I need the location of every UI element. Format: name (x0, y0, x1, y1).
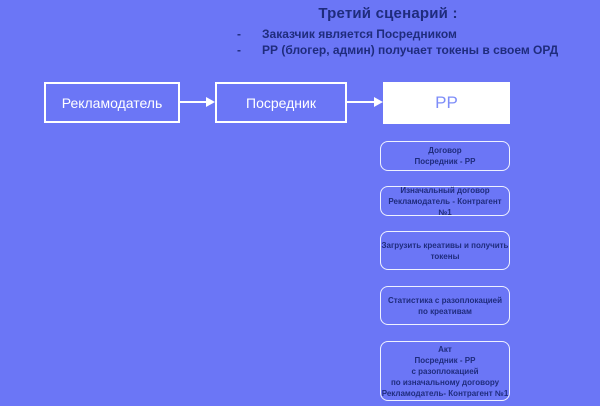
doc-line: Статистика с разоплокацией (387, 295, 503, 305)
doc-line: по креативам (418, 306, 472, 316)
doc-box-statistics: Статистика с разоплокацией по креативам (380, 286, 510, 325)
doc-line: с разоплокацией (411, 366, 479, 376)
arrow-right-icon (179, 97, 215, 107)
doc-box-upload-creatives: Загрузить креативы и получить токены (380, 231, 510, 270)
doc-line: Изначальный договор (400, 185, 490, 195)
flow-node-advertiser: Рекламодатель (44, 82, 180, 123)
doc-line: Посредник - РР (414, 355, 476, 365)
flow-node-label: Рекламодатель (61, 94, 163, 111)
bullet-text: РР (блогер, админ) получает токены в сво… (262, 43, 559, 57)
flow-node-pp: РР (383, 82, 510, 124)
doc-line: Акт (438, 344, 452, 354)
doc-line: по изначальному договору (390, 377, 500, 387)
doc-line: Договор (428, 146, 462, 155)
doc-box-contract-intermediary-pp: Договор Посредник - РР (380, 141, 510, 171)
bullet-list: - Заказчик является Посредником - РР (бл… (237, 26, 558, 58)
doc-line: Посредник - РР (414, 157, 476, 166)
arrow-right-icon (346, 97, 383, 107)
doc-box-act: Акт Посредник - РР с разоплокацией по из… (380, 341, 510, 401)
doc-box-initial-contract: Изначальный договор Рекламодатель - Конт… (380, 185, 510, 217)
bullet-item: - Заказчик является Посредником (237, 26, 558, 42)
bullet-text: Заказчик является Посредником (262, 27, 457, 41)
flow-node-intermediary: Посредник (215, 82, 347, 123)
slide-title: Третий сценарий : (318, 5, 458, 22)
bullet-marker: - (237, 43, 241, 57)
flow-node-label: Посредник (246, 94, 316, 111)
doc-line: Рекламодатель - Контрагент №1 (388, 196, 502, 217)
bullet-item: - РР (блогер, админ) получает токены в с… (237, 42, 558, 58)
bullet-marker: - (237, 27, 241, 41)
doc-line: Рекламодатель- Контрагент №1 (381, 388, 509, 398)
flow-node-label: РР (435, 93, 458, 112)
doc-line: Загрузить креативы и получить (381, 240, 509, 250)
doc-line: токены (430, 251, 460, 261)
